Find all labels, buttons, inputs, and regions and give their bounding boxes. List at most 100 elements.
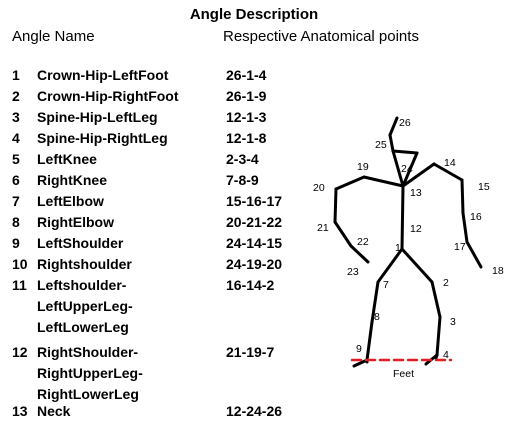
- angle-number: 10: [12, 256, 28, 272]
- angle-name: LeftKnee: [37, 149, 97, 170]
- point-label-18: 18: [492, 265, 504, 277]
- point-label-21: 21: [317, 222, 329, 234]
- point-label-25: 25: [375, 139, 387, 151]
- skeleton-segment: [465, 240, 483, 269]
- skeleton-segment: [434, 353, 439, 360]
- skeleton-segment: [388, 133, 395, 153]
- skeleton-segment: [370, 280, 380, 324]
- angle-name-line: Spine-Hip-LeftLeg: [37, 109, 158, 125]
- skeleton-segment: [349, 244, 370, 264]
- point-label-7: 7: [383, 279, 389, 291]
- angle-name-line: LeftShoulder: [37, 235, 124, 251]
- angle-name: Rightshoulder: [37, 254, 132, 275]
- skeleton-segment: [435, 315, 442, 357]
- angle-name-line: Leftshoulder-: [37, 277, 127, 293]
- skeleton-segment: [401, 151, 419, 188]
- angle-points: 12-1-8: [226, 130, 267, 146]
- angle-name-line: Neck: [37, 403, 71, 419]
- angle-name-line: RightKnee: [37, 172, 107, 188]
- angle-points: 16-14-2: [226, 277, 275, 293]
- angle-name-header: Angle Name: [12, 28, 95, 45]
- angle-number: 12: [12, 344, 28, 360]
- angle-points: 21-19-7: [226, 344, 275, 360]
- angle-points: 15-16-17: [226, 193, 283, 209]
- angle-points: 20-21-22: [226, 214, 283, 230]
- skeleton-segment: [432, 162, 464, 182]
- point-label-12: 12: [410, 223, 422, 235]
- angle-name-line: Rightshoulder: [37, 256, 132, 272]
- skeleton-segment: [430, 280, 442, 319]
- skeleton-segment: [461, 211, 469, 244]
- angle-name: RightElbow: [37, 212, 114, 233]
- angle-name: Crown-Hip-LeftFoot: [37, 65, 168, 86]
- angle-number: 5: [12, 151, 20, 167]
- angle-number: 4: [12, 130, 20, 146]
- angle-name-line: RightUpperLeg-: [37, 365, 143, 381]
- angle-points: 12-24-26: [226, 403, 283, 419]
- angle-name-line: RightLowerLeg: [37, 386, 139, 402]
- angle-number: 2: [12, 88, 20, 104]
- angle-name-line: LeftUpperLeg-: [37, 298, 133, 314]
- angle-points: 24-14-15: [226, 235, 283, 251]
- feet-label: Feet: [393, 368, 414, 380]
- point-label-4: 4: [443, 349, 449, 361]
- anatomical-points-header: Respective Anatomical points: [223, 28, 419, 45]
- angle-name-line: Crown-Hip-RightFoot: [37, 88, 179, 104]
- point-label-19: 19: [357, 161, 369, 173]
- point-label-13: 13: [410, 187, 422, 199]
- angle-number: 9: [12, 235, 20, 251]
- skeleton-segment: [365, 320, 374, 362]
- angle-points: 24-19-20: [226, 256, 283, 272]
- angle-number: 6: [12, 172, 20, 188]
- angle-name: LeftElbow: [37, 191, 104, 212]
- angle-name-line: LeftKnee: [37, 151, 97, 167]
- skeleton-segment: [334, 175, 366, 191]
- skeleton-segment: [352, 358, 369, 368]
- point-label-2: 2: [443, 277, 449, 289]
- angle-number: 3: [12, 109, 20, 125]
- angle-name: RightShoulder- RightUpperLeg- RightLowerLe…: [37, 342, 143, 405]
- skeleton-segment: [362, 175, 405, 188]
- angle-name-line: LeftLowerLeg: [37, 319, 129, 335]
- angle-number: 11: [12, 277, 27, 293]
- point-label-20: 20: [313, 182, 325, 194]
- angle-points: 26-1-4: [226, 67, 267, 83]
- point-label-14: 14: [444, 157, 456, 169]
- skeleton-segment: [391, 149, 405, 188]
- point-label-17: 17: [454, 241, 466, 253]
- angle-points: 26-1-9: [226, 88, 267, 104]
- angle-name: Leftshoulder- LeftUpperLeg- LeftLowerLeg: [37, 275, 133, 338]
- skeleton-segment: [333, 220, 353, 248]
- angle-name-line: Crown-Hip-LeftFoot: [37, 67, 169, 83]
- point-label-3: 3: [450, 316, 456, 328]
- skeleton-segment: [391, 149, 419, 155]
- skeleton-segment: [333, 187, 338, 224]
- skeleton-segment: [460, 178, 465, 215]
- point-label-15: 15: [478, 181, 490, 193]
- angle-name-line: LeftElbow: [37, 193, 104, 209]
- angle-name: Neck: [37, 401, 70, 422]
- point-label-23: 23: [347, 266, 359, 278]
- angle-number: 13: [12, 403, 28, 419]
- point-label-24: 24: [401, 163, 413, 175]
- angle-number: 8: [12, 214, 20, 230]
- point-label-8: 8: [374, 311, 380, 323]
- angle-name: LeftShoulder: [37, 233, 123, 254]
- angle-points: 2-3-4: [226, 151, 259, 167]
- angle-points: 12-1-3: [226, 109, 267, 125]
- angle-name-line: RightShoulder-: [37, 344, 139, 360]
- angle-number: 7: [12, 193, 20, 209]
- angle-name: RightKnee: [37, 170, 107, 191]
- point-label-26: 26: [399, 117, 411, 129]
- point-label-22: 22: [357, 236, 369, 248]
- angle-name-line: RightElbow: [37, 214, 114, 230]
- angle-name-line: Spine-Hip-RightLeg: [37, 130, 168, 146]
- skeleton-segment: [388, 116, 399, 137]
- angle-name: Crown-Hip-RightFoot: [37, 86, 179, 107]
- skeleton-segment: [376, 247, 404, 284]
- point-label-1: 1: [395, 242, 401, 254]
- skeleton-segment: [400, 184, 405, 251]
- angle-points: 7-8-9: [226, 172, 259, 188]
- point-label-16: 16: [470, 211, 482, 223]
